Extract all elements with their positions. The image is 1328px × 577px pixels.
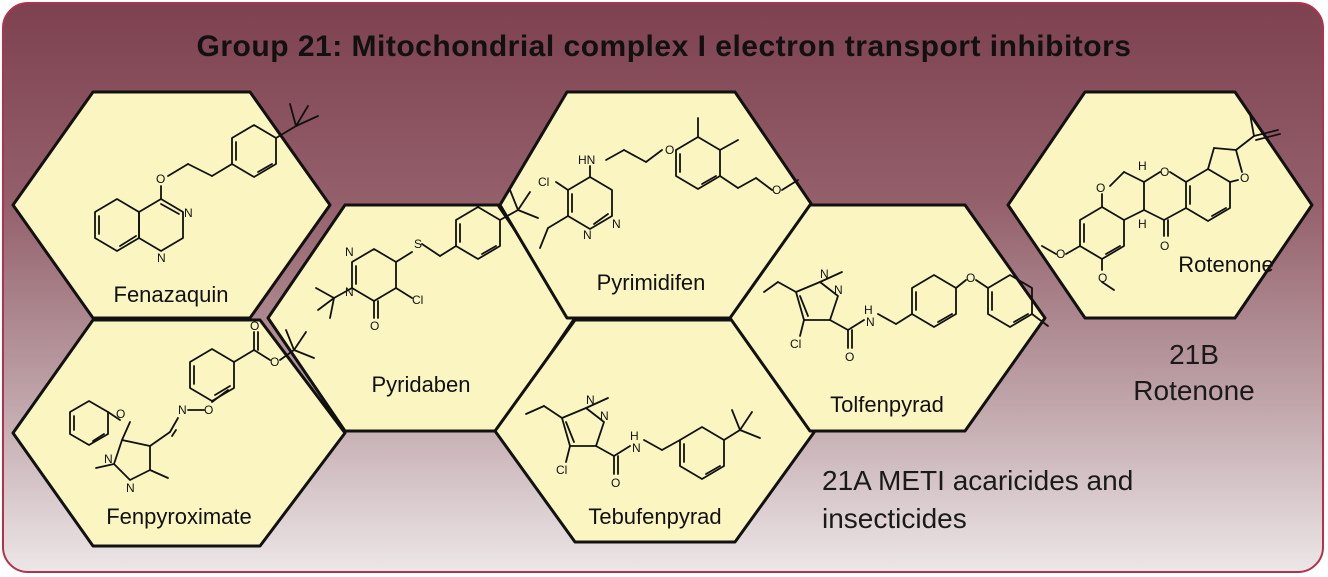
compound-label-pyridaben: Pyridaben (371, 372, 470, 397)
atom-label: N (184, 206, 193, 220)
hexagon-tolfenpyrad (728, 203, 1047, 433)
structure-pyrimidifen (539, 117, 799, 249)
atom-label: O (116, 407, 125, 421)
atom-label: O (845, 350, 854, 364)
group-21a-label-line1: 21A METI acaricides and (822, 465, 1133, 496)
hexagon-rotenone (1006, 90, 1314, 320)
atom-label: O (156, 172, 165, 186)
structure-tebufenpyrad (525, 397, 761, 480)
atom-label: O (772, 183, 781, 197)
compound-label-tolfenpyrad: Tolfenpyrad (830, 392, 944, 417)
atom-label: Cl (790, 337, 801, 351)
atom-label: H (1138, 159, 1147, 173)
group-21a-label-line2: insecticides (822, 503, 967, 534)
compound-label-rotenone: Rotenone (1178, 252, 1273, 277)
atom-label: N (834, 283, 843, 297)
atom-label: Cl (412, 293, 423, 307)
atom-label: O (1098, 271, 1107, 285)
atom-label: O (611, 476, 620, 490)
structure-pyridaben (315, 189, 539, 319)
atom-label: O (250, 319, 259, 333)
structure-tolfenpyrad (763, 271, 1049, 349)
atom-label: O (1240, 171, 1249, 185)
atom-label: N (583, 228, 592, 242)
atom-label: N (866, 315, 875, 329)
compound-label-fenazaquin: Fenazaquin (114, 282, 229, 307)
compound-label-tebufenpyrad: Tebufenpyrad (588, 504, 721, 529)
atom-label: N (600, 409, 609, 423)
atom-label: Cl (556, 463, 567, 477)
structure-fenpyroximate (69, 329, 315, 481)
atom-label: O (204, 403, 213, 417)
compound-label-fenpyroximate: Fenpyroximate (106, 504, 252, 529)
atom-label: HN (578, 153, 595, 167)
atom-label: S (414, 237, 422, 251)
atom-label: N (632, 441, 641, 455)
atom-label: N (612, 217, 621, 231)
atom-label: H (630, 429, 639, 443)
atom-label: Cl (538, 175, 549, 189)
atom-label: N (586, 393, 595, 407)
compound-label-pyrimidifen: Pyrimidifen (597, 270, 706, 295)
group-21b-label-line1: 21B (1169, 339, 1219, 370)
hexagon-fenpyroximate (11, 318, 347, 548)
atom-label: O (370, 319, 379, 333)
atom-label: N (345, 285, 354, 299)
atom-label: O (1056, 247, 1065, 261)
atom-label: O (1160, 165, 1169, 179)
atom-label: N (345, 245, 354, 259)
diagram-title: Group 21: Mitochondrial complex I electr… (196, 30, 1132, 63)
atom-label: N (157, 251, 166, 265)
atom-label: H (1138, 217, 1147, 231)
atom-label: N (178, 403, 187, 417)
atom-label: N (820, 267, 829, 281)
atom-label: O (1160, 239, 1169, 253)
atom-label: O (1096, 181, 1105, 195)
structure-rotenone (1041, 113, 1281, 291)
atom-label: N (104, 452, 113, 466)
group-21b-label-line2: Rotenone (1133, 375, 1254, 406)
structure-fenazaquin (94, 103, 319, 252)
atom-label: O (665, 143, 674, 157)
atom-label: O (966, 271, 975, 285)
atom-label: O (270, 355, 279, 369)
atom-label: N (126, 481, 135, 495)
atom-label: H (864, 303, 873, 317)
